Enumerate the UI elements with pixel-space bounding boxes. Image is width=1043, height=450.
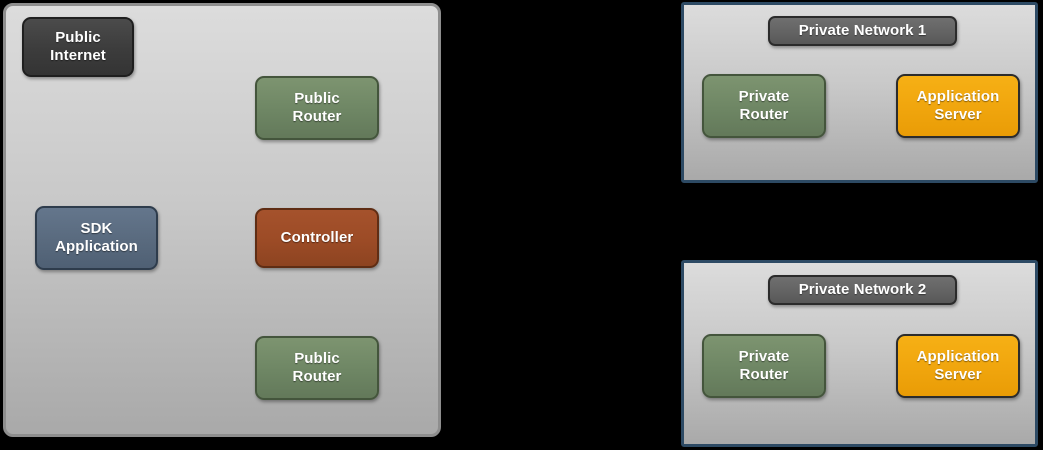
node-public-router-top-label: Public Router <box>292 90 342 125</box>
node-sdk-application[interactable]: SDK Application <box>35 206 158 270</box>
node-private-router-1-label: Private Router <box>738 88 790 123</box>
private-network-1-panel: Private Network 1 Private Router Applica… <box>681 2 1038 183</box>
node-controller-label: Controller <box>280 229 354 247</box>
node-private-router-1[interactable]: Private Router <box>702 74 826 138</box>
private-network-2-title: Private Network 2 <box>768 275 957 305</box>
node-application-server-1-label: Application Server <box>916 88 1000 123</box>
public-internet-panel: Public Internet Public Router SDK Applic… <box>3 3 441 437</box>
node-public-router-bottom-label: Public Router <box>292 350 342 385</box>
node-application-server-2[interactable]: Application Server <box>896 334 1020 398</box>
node-application-server-2-label: Application Server <box>916 348 1000 383</box>
private-network-1-title-label: Private Network 1 <box>798 22 927 40</box>
node-controller[interactable]: Controller <box>255 208 379 268</box>
node-public-internet[interactable]: Public Internet <box>22 17 134 77</box>
private-network-2-title-label: Private Network 2 <box>798 281 927 299</box>
node-sdk-application-label: SDK Application <box>55 220 138 255</box>
private-network-2-panel: Private Network 2 Private Router Applica… <box>681 260 1038 447</box>
node-private-router-2[interactable]: Private Router <box>702 334 826 398</box>
node-public-router-bottom[interactable]: Public Router <box>255 336 379 400</box>
node-private-router-2-label: Private Router <box>738 348 790 383</box>
private-network-1-title: Private Network 1 <box>768 16 957 46</box>
node-public-internet-label: Public Internet <box>50 29 106 64</box>
node-public-router-top[interactable]: Public Router <box>255 76 379 140</box>
node-application-server-1[interactable]: Application Server <box>896 74 1020 138</box>
